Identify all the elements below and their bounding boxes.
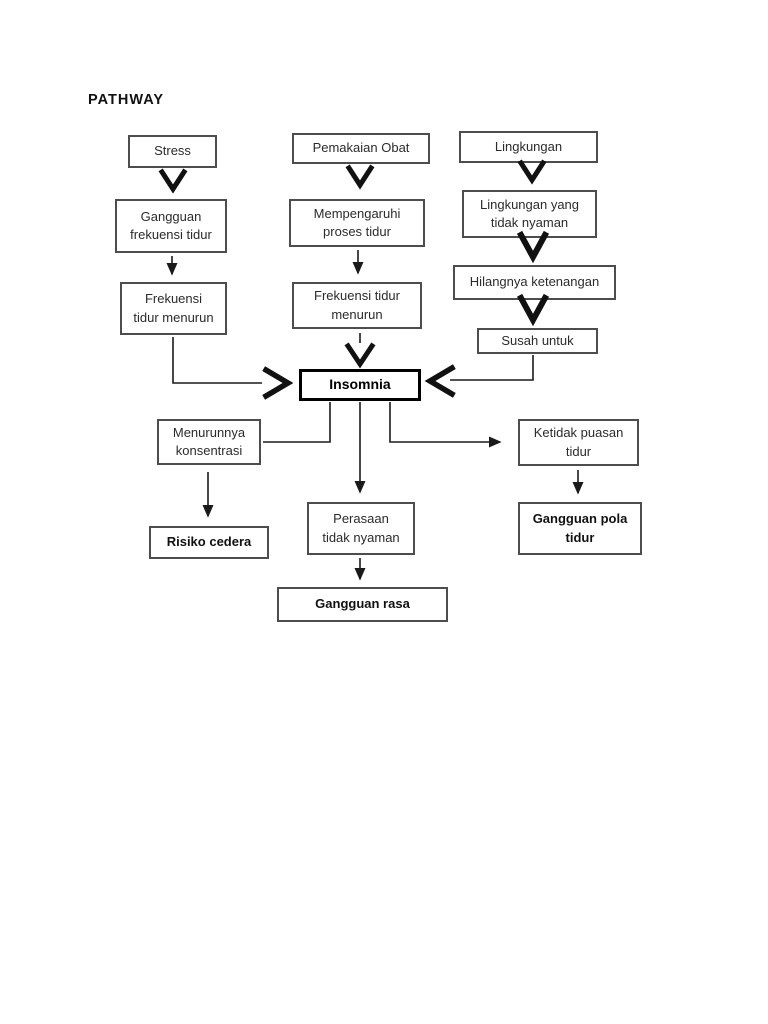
arrow-stress-down-icon [158,168,188,194]
node-susah-untuk: Susah untuk [477,328,598,354]
arrow-left-chevron-icon [424,364,456,398]
node-hilangnya-ketenangan: Hilangnya ketenangan [453,265,616,300]
node-gangguan-rasa: Gangguan rasa [277,587,448,622]
node-menurunnya-konsentrasi: Menurunnya konsentrasi [157,419,261,465]
node-lingkungan: Lingkungan [459,131,598,163]
arrow-right-chevron-icon [262,366,294,400]
node-lingkungan-yang-tidak-nyaman: Lingkungan yang tidak nyaman [462,190,597,238]
node-frekuensi-tidur-menurun-2: Frekuensi tidur menurun [292,282,422,329]
node-perasaan-tidak-nyaman: Perasaan tidak nyaman [307,502,415,555]
node-pemakaian-obat: Pemakaian Obat [292,133,430,164]
arrow-pemakaian-down-icon [345,164,375,190]
line-insomnia-to-menurunnya [263,402,331,443]
node-risiko-cedera: Risiko cedera [149,526,269,559]
arrow-lingkungan-yang-down-icon [516,230,550,264]
node-stress: Stress [128,135,217,168]
node-gangguan-frekuensi-tidur: Gangguan frekuensi tidur [115,199,227,253]
arrow-insomnia-to-ketidak [389,402,502,448]
node-mempengaruhi-proses-tidur: Mempengaruhi proses tidur [289,199,425,247]
node-insomnia: Insomnia [299,369,421,401]
arrow-lingkungan-down-icon [517,159,547,185]
line-frek1-to-insomnia [172,337,262,384]
line-susah-to-insomnia [450,355,534,381]
node-frekuensi-tidur-menurun-1: Frekuensi tidur menurun [120,282,227,335]
page-title: PATHWAY [88,92,165,108]
arrow-insomnia-top-icon [344,342,376,369]
node-ketidak-puasan-tidur: Ketidak puasan tidur [518,419,639,466]
node-gangguan-pola-tidur: Gangguan pola tidur [518,502,642,555]
arrow-hilangnya-down-icon [516,293,550,327]
